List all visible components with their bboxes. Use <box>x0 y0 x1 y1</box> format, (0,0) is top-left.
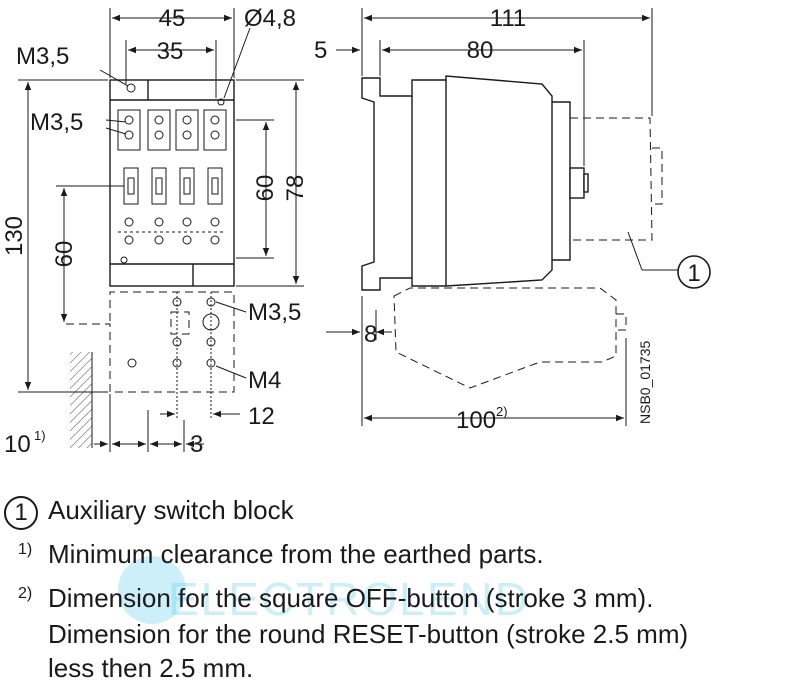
earthed-wall <box>70 352 92 448</box>
dim-10-note: 1) <box>34 428 46 443</box>
front-body <box>110 80 234 286</box>
dim-45: 45 <box>159 5 186 32</box>
label-m35-lower: M3,5 <box>248 299 301 326</box>
legend-note-2-mark: 2) <box>18 578 32 610</box>
dim-111: 111 <box>490 5 526 32</box>
dim-8: 8 <box>364 321 377 348</box>
label-m4: M4 <box>248 367 281 394</box>
front-view <box>66 80 234 448</box>
dimension-drawing: 45 35 Ø4,8 M3,5 M3,5 M3,5 M4 12 3 10 1) … <box>0 0 794 480</box>
label-m35-top: M3,5 <box>16 43 69 70</box>
legend-note-1-text: Minimum clearance from the earthed parts… <box>48 538 544 570</box>
dim-5: 5 <box>314 37 327 64</box>
legend-item-1-number: 1 <box>4 496 38 530</box>
legend-note-2-line-1: Dimension for the square OFF-button (str… <box>48 582 653 614</box>
dim-35: 35 <box>157 38 184 65</box>
dim-hole-diameter: Ø4,8 <box>244 5 296 32</box>
legend-note-2-line-2: Dimension for the round RESET-button (st… <box>48 618 688 650</box>
legend-item-1-text: Auxiliary switch block <box>48 494 294 526</box>
dim-78: 78 <box>282 175 309 202</box>
dim-100: 100 <box>456 407 496 434</box>
side-view <box>362 76 588 290</box>
dim-100-note: 2) <box>496 404 508 419</box>
reference-code: NSB0_01735 <box>637 340 653 424</box>
dim-10: 10 <box>4 431 31 458</box>
dim-60-outer: 60 <box>51 241 78 268</box>
dim-3: 3 <box>190 431 203 458</box>
dim-80: 80 <box>467 37 494 64</box>
legend-note-2-line-3: less then 2.5 mm. <box>48 652 253 684</box>
dim-12: 12 <box>248 403 275 430</box>
callout-number: 1 <box>687 260 700 287</box>
legend-note-1-mark: 1) <box>18 534 32 566</box>
side-body <box>362 76 552 290</box>
label-m35-mid: M3,5 <box>30 109 83 136</box>
dim-130: 130 <box>1 216 28 256</box>
dim-60-inner: 60 <box>252 175 279 202</box>
